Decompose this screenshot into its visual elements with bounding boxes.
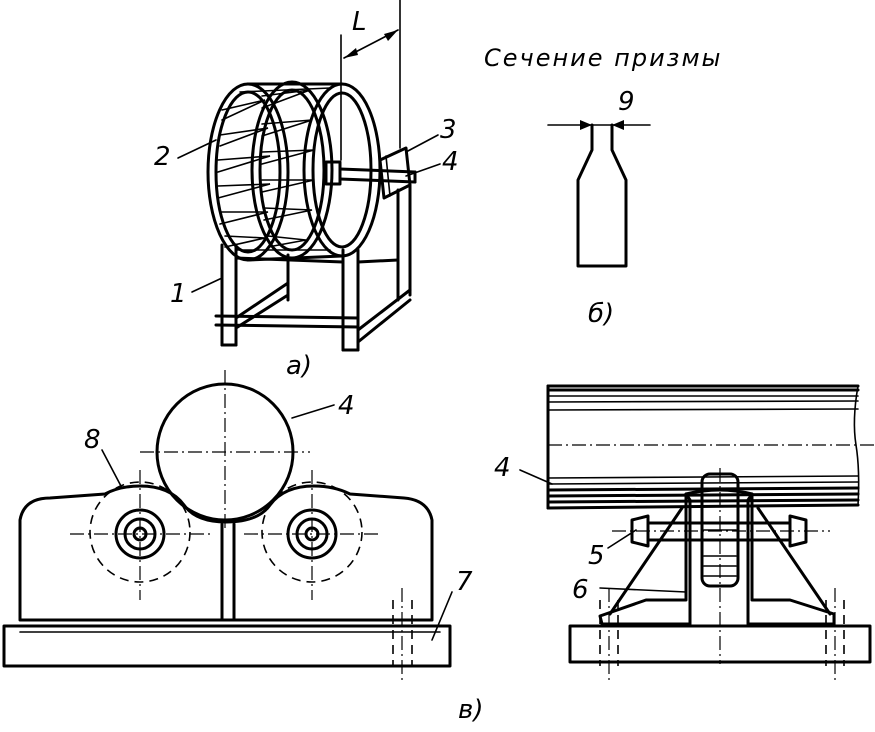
view-a-caption: а): [286, 351, 312, 381]
dimension-width-label: 9: [618, 87, 635, 117]
section-title: Сечение призмы: [484, 44, 723, 72]
callout-1: 1: [170, 279, 187, 309]
view-b-caption: б): [588, 299, 614, 329]
drum-shaft: [324, 146, 417, 200]
dimension-l: L: [340, 0, 401, 161]
roller-left: [89, 481, 191, 583]
bracket-right: [746, 492, 836, 626]
callout-5: 5: [588, 541, 605, 571]
view-c-caption: в): [458, 695, 483, 725]
roller-right: [261, 481, 363, 583]
callout-2: 2: [154, 142, 171, 172]
callout-8: 8: [84, 425, 101, 455]
nut-left: [630, 514, 650, 548]
view-c-roller-support-front: 4 8 7 в): [2, 370, 483, 725]
base-plate: [2, 624, 452, 668]
callout-6: 6: [572, 575, 589, 605]
view-b-prism-section: Сечение призмы 9 б): [484, 44, 723, 329]
callout-3: 3: [440, 115, 457, 145]
callout-4-front: 4: [338, 391, 355, 421]
callout-4-side: 4: [494, 453, 511, 483]
roller-housing: [18, 484, 434, 622]
bracket-left: [598, 492, 692, 626]
stand-frame: [214, 183, 412, 352]
drum-rims: [206, 80, 382, 262]
callout-4: 4: [442, 147, 459, 177]
dimension-l-label: L: [352, 7, 367, 37]
callout-7: 7: [456, 567, 473, 597]
view-a-drum-assembly: L 2 1 3 4 а): [154, 0, 459, 381]
nut-right: [788, 514, 808, 548]
prism-bars: [217, 87, 331, 251]
view-c-roller-support-side: 4 5 6: [494, 384, 875, 680]
